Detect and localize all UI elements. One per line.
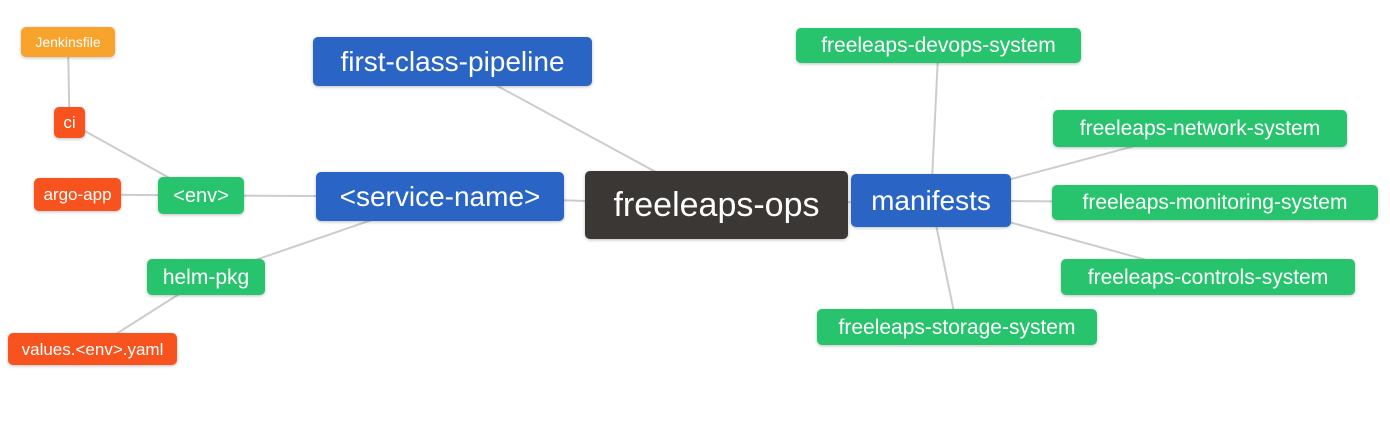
node-label-env: <env> [173,184,229,207]
node-label-service-name: <service-name> [339,180,541,212]
node-values-env-yaml[interactable]: values.<env>.yaml [8,333,177,365]
node-service-name[interactable]: <service-name> [316,172,564,221]
node-label-helm-pkg: helm-pkg [162,265,250,289]
node-storage-system[interactable]: freeleaps-storage-system [817,309,1097,345]
node-label-manifests: manifests [871,184,991,216]
node-label-values-env-yaml: values.<env>.yaml [21,339,164,359]
node-label-network-system: freeleaps-network-system [1079,117,1321,140]
node-freeleaps-ops[interactable]: freeleaps-ops [585,171,848,239]
node-controls-system[interactable]: freeleaps-controls-system [1061,259,1355,295]
node-label-first-class-pipeline: first-class-pipeline [340,45,565,77]
node-env[interactable]: <env> [158,177,244,214]
node-label-devops-system: freeleaps-devops-system [821,34,1056,57]
node-label-controls-system: freeleaps-controls-system [1087,265,1329,289]
node-network-system[interactable]: freeleaps-network-system [1053,110,1347,147]
node-manifests[interactable]: manifests [851,174,1011,227]
node-label-jenkinsfile: Jenkinsfile [35,34,101,50]
node-label-ci: ci [63,113,76,132]
node-ci[interactable]: ci [54,107,85,138]
node-first-class-pipeline[interactable]: first-class-pipeline [313,37,592,86]
node-argo-app[interactable]: argo-app [34,178,121,211]
node-label-storage-system: freeleaps-storage-system [838,315,1076,339]
node-label-argo-app: argo-app [43,185,112,204]
node-monitoring-system[interactable]: freeleaps-monitoring-system [1052,185,1378,220]
node-label-freeleaps-ops: freeleaps-ops [613,186,820,224]
node-helm-pkg[interactable]: helm-pkg [147,259,265,295]
node-label-monitoring-system: freeleaps-monitoring-system [1082,191,1348,214]
node-devops-system[interactable]: freeleaps-devops-system [796,28,1081,63]
node-jenkinsfile[interactable]: Jenkinsfile [21,27,115,57]
